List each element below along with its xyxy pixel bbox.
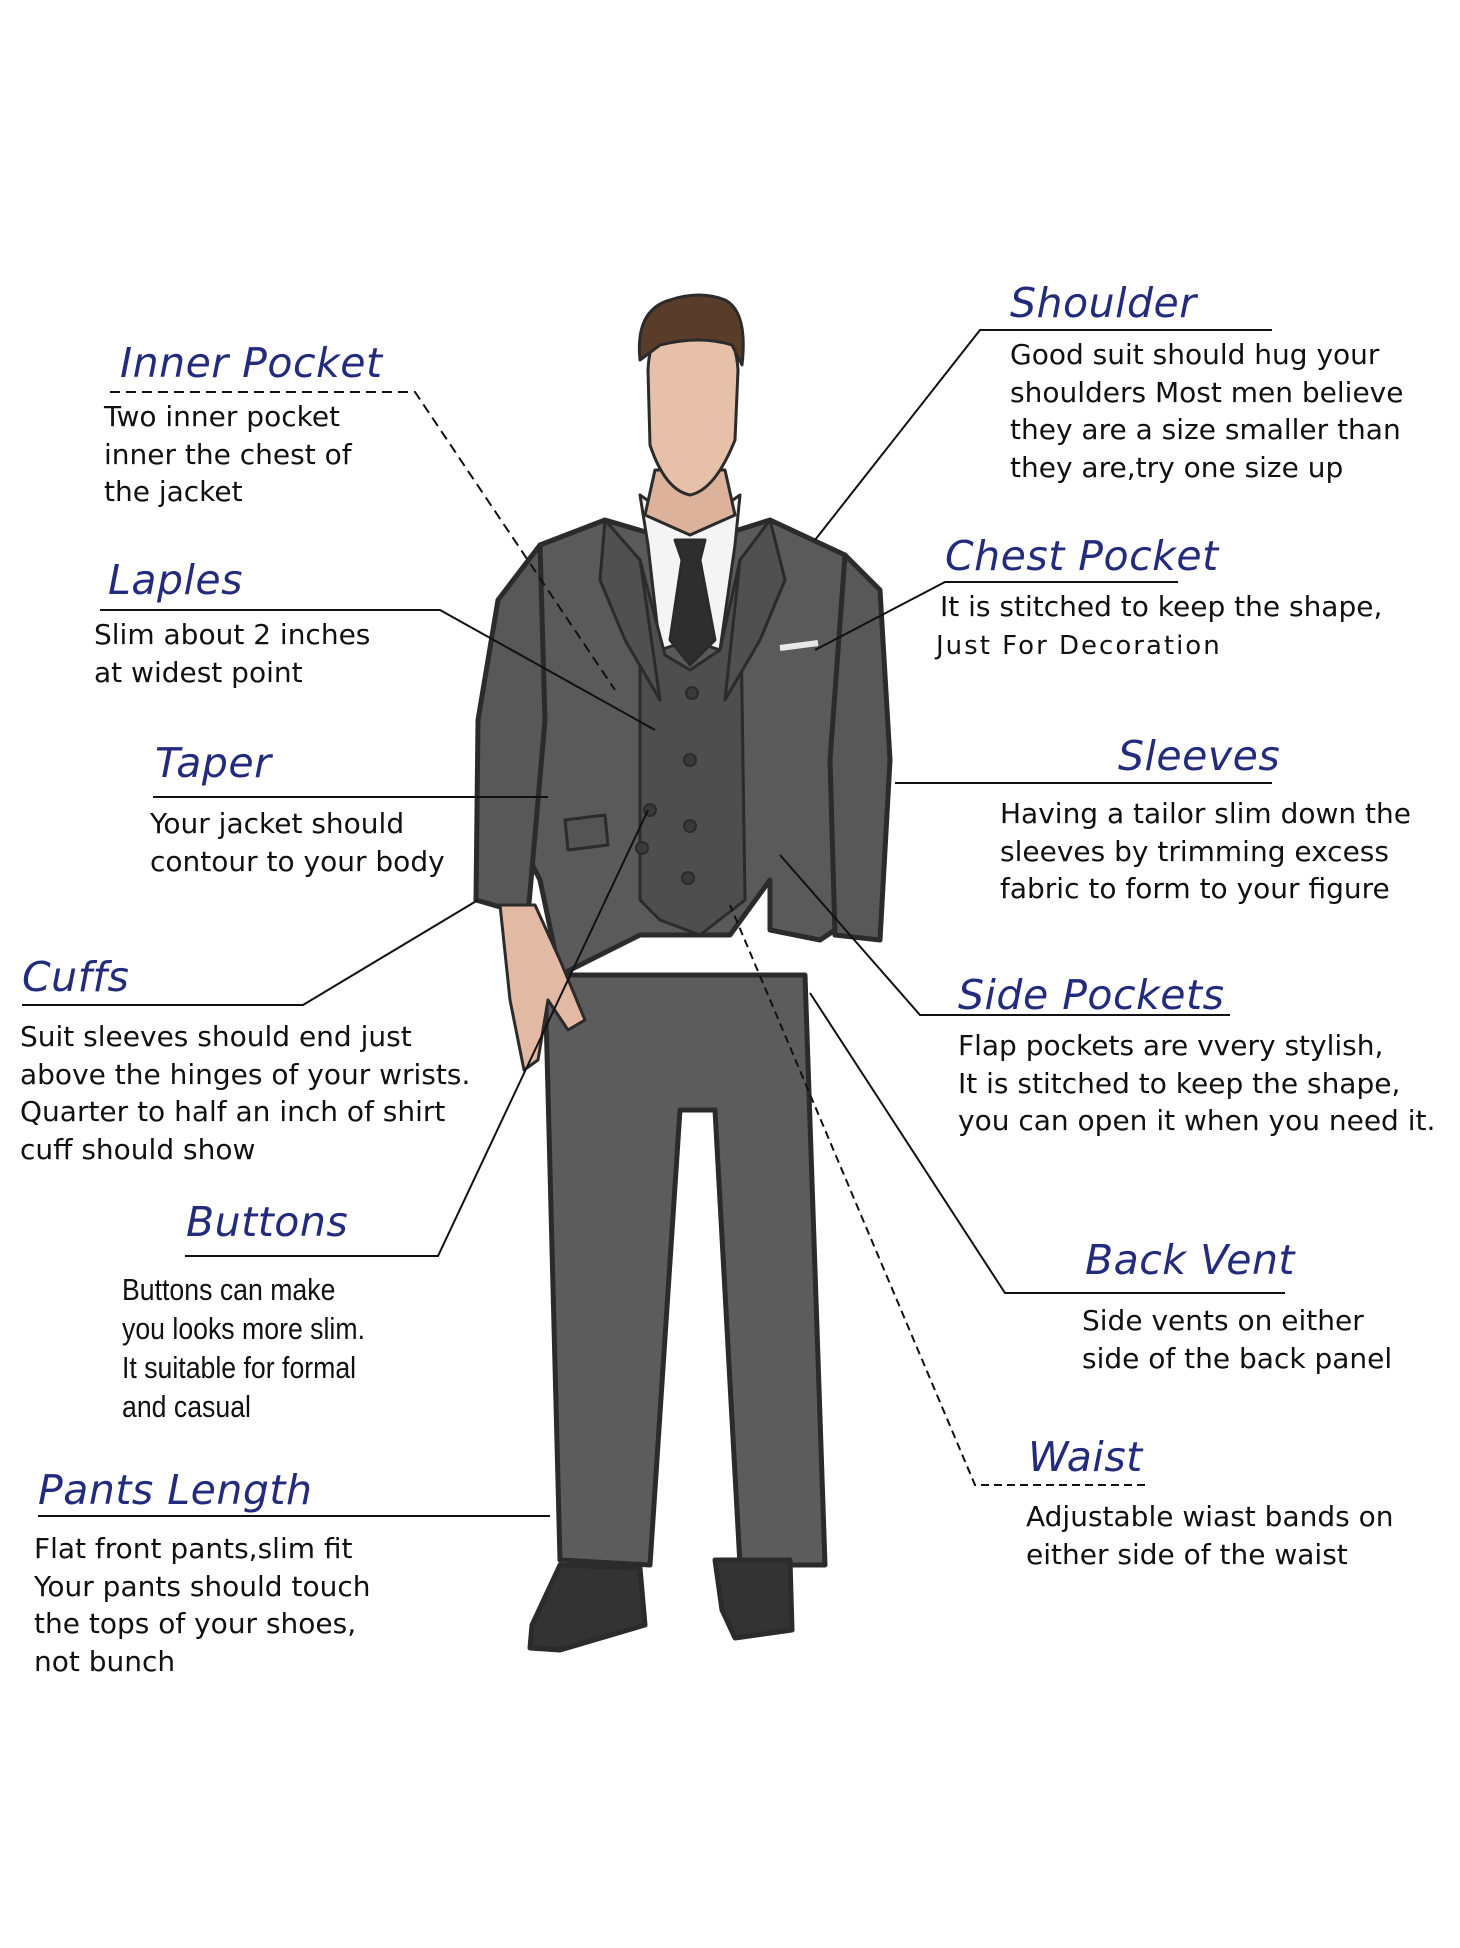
vest <box>638 558 747 937</box>
hair <box>637 293 745 367</box>
laples-description: Slim about 2 inches at widest point <box>94 616 370 691</box>
inner-pocket-description: Two inner pocket inner the chest of the … <box>104 398 352 511</box>
right-shoe <box>712 1557 795 1641</box>
desc-line: not bunch <box>34 1644 176 1678</box>
pants-length-description: Flat front pants,slim fit Your pants sho… <box>34 1530 370 1680</box>
left-shoe <box>527 1562 648 1653</box>
desc-line: the jacket <box>104 475 243 508</box>
desc-line: they are a size smaller than <box>1010 413 1401 446</box>
leader-shoulder <box>814 329 1272 541</box>
desc-line: fabric to form to your figure <box>1000 872 1390 905</box>
desc-line: side of the back panel <box>1082 1341 1393 1375</box>
vest-button <box>685 686 699 700</box>
desc-line: Quarter to half an inch of shirt <box>20 1095 446 1128</box>
right-sleeve <box>827 552 893 943</box>
desc-line: Side vents on either <box>1082 1304 1364 1337</box>
desc-line: cuff should show <box>20 1132 256 1166</box>
desc-line: above the hinges of your wrists. <box>20 1057 471 1091</box>
figure <box>473 293 893 1653</box>
desc-line: sleeves by trimming excess <box>1000 834 1389 868</box>
desc-line: It suitable for formal <box>122 1350 357 1385</box>
cuffs-description: Suit sleeves should end just above the h… <box>20 1018 470 1168</box>
desc-line: contour to your body <box>150 844 445 878</box>
waist-heading: Waist <box>1028 1433 1143 1481</box>
buttons-description: Buttons can make you looks more slim. It… <box>122 1270 365 1426</box>
desc-line: you looks more slim. <box>122 1311 365 1346</box>
desc-line: Flap pockets are vvery stylish, <box>958 1029 1384 1062</box>
sleeves-description: Having a tailor slim down the sleeves by… <box>1000 795 1411 908</box>
chest-pocket-decoration-note: Just For Decoration <box>936 628 1222 666</box>
trousers <box>542 972 828 1568</box>
desc-line: the tops of your shoes, <box>34 1607 357 1640</box>
cuffs-heading: Cuffs <box>22 953 130 1001</box>
desc-line: Suit sleeves should end just <box>20 1020 412 1053</box>
desc-line: inner the chest of <box>104 437 352 471</box>
waist-description: Adjustable wiast bands on either side of… <box>1026 1498 1394 1573</box>
leader-inner-pocket <box>110 391 616 691</box>
desc-line: shoulders Most men believe <box>1010 375 1404 409</box>
side-pockets-heading: Side Pockets <box>958 971 1225 1019</box>
sleeves-heading: Sleeves <box>1118 732 1281 780</box>
desc-line: It is stitched to keep the shape, <box>940 590 1383 623</box>
chest-pocket-heading: Chest Pocket <box>945 532 1219 580</box>
desc-line: Your pants should touch <box>34 1569 371 1603</box>
desc-line: Just For Decoration <box>936 631 1222 661</box>
left-sleeve <box>473 542 548 918</box>
side-pockets-description: Flap pockets are vvery stylish, It is st… <box>958 1027 1435 1140</box>
taper-description: Your jacket should contour to your body <box>150 805 445 880</box>
taper-heading: Taper <box>155 739 272 787</box>
leader-side-pockets <box>779 854 1230 1016</box>
pants-length-heading: Pants Length <box>38 1466 313 1514</box>
leader-cuffs <box>22 899 479 1006</box>
leader-laples <box>100 609 656 731</box>
leader-chest-pocket <box>814 581 1178 651</box>
vest-button <box>681 871 695 885</box>
vest-button <box>683 819 697 833</box>
back-vent-description: Side vents on either side of the back pa… <box>1082 1302 1392 1377</box>
leader-lines <box>22 329 1285 1517</box>
flap-pocket <box>563 813 610 852</box>
desc-line: you can open it when you need it. <box>958 1104 1436 1137</box>
desc-line: and casual <box>122 1389 251 1424</box>
back-vent-heading: Back Vent <box>1085 1236 1296 1284</box>
desc-line: Having a tailor slim down the <box>1000 797 1412 830</box>
left-hand <box>498 903 587 1072</box>
right-lapel <box>723 518 787 702</box>
desc-line: either side of the waist <box>1026 1537 1348 1571</box>
jacket-button <box>635 841 649 855</box>
desc-line: they are,try one size up <box>1010 450 1344 484</box>
desc-line: Adjustable wiast bands on <box>1026 1500 1394 1533</box>
desc-line: Your jacket should <box>150 807 405 840</box>
chest-pocket-description: It is stitched to keep the shape, <box>940 588 1382 626</box>
pocket-square <box>779 640 819 651</box>
tie <box>668 538 717 667</box>
desc-line: Slim about 2 inches <box>94 618 371 651</box>
leader-waist <box>729 904 1145 1486</box>
laples-heading: Laples <box>108 556 243 604</box>
desc-line: It is stitched to keep the shape, <box>958 1066 1401 1100</box>
shoulder-heading: Shoulder <box>1010 279 1197 327</box>
desc-line: Buttons can make <box>122 1272 336 1307</box>
buttons-heading: Buttons <box>186 1198 349 1246</box>
desc-line: at widest point <box>94 655 303 689</box>
leader-back-vent <box>809 992 1285 1294</box>
inner-pocket-heading: Inner Pocket <box>120 339 383 387</box>
shoulder-description: Good suit should hug your shoulders Most… <box>1010 336 1403 486</box>
desc-line: Two inner pocket <box>104 400 341 433</box>
left-lapel <box>598 518 662 702</box>
leader-buttons <box>185 809 649 1257</box>
desc-line: Flat front pants,slim fit <box>34 1532 353 1565</box>
desc-line: Good suit should hug your <box>1010 338 1380 371</box>
vest-button <box>683 753 697 767</box>
